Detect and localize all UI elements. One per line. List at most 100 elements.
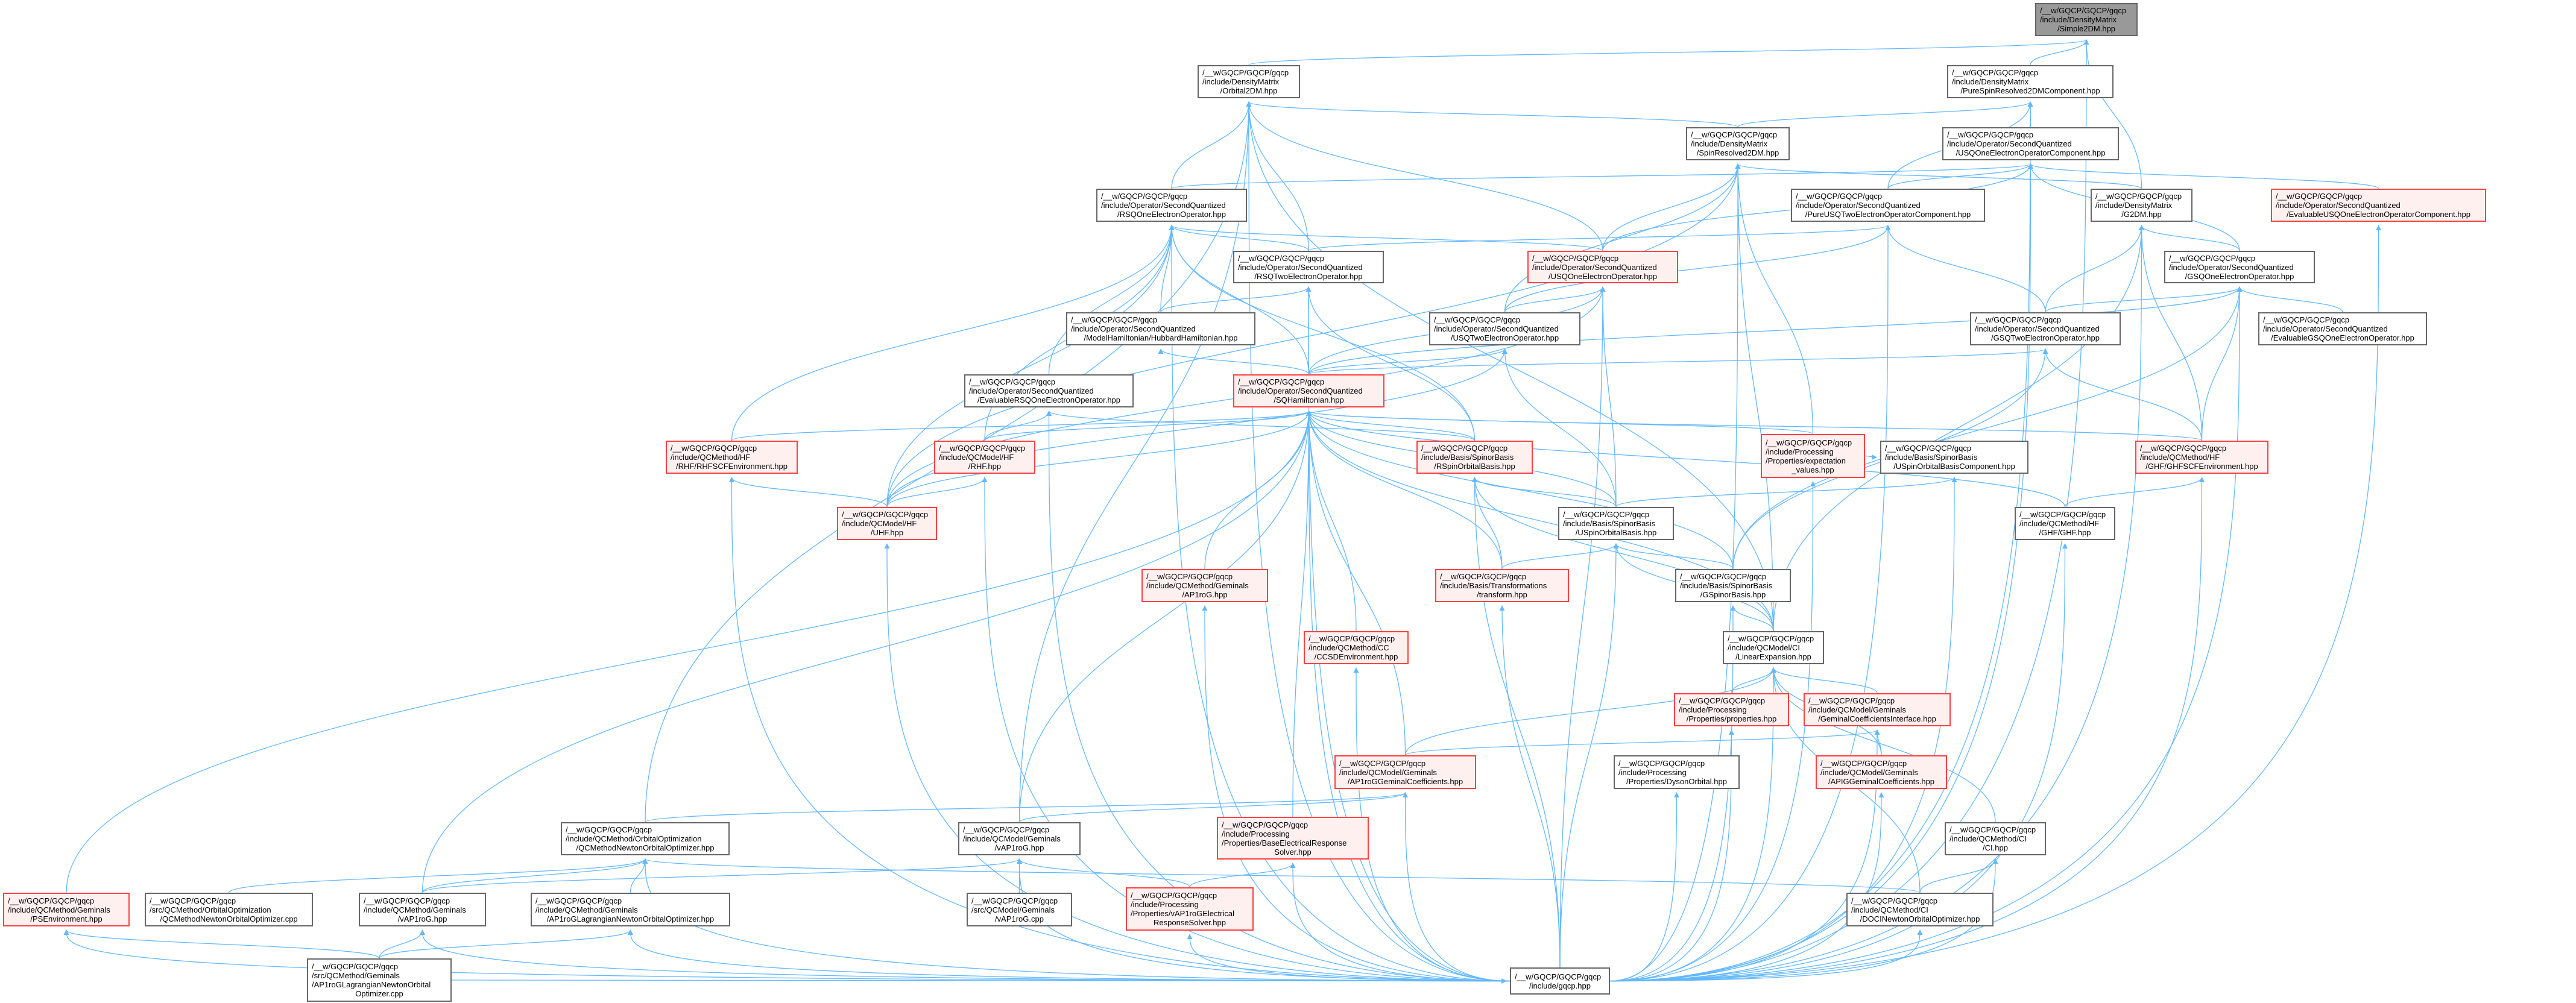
graph-node-ap1rog[interactable]: /__w/GQCP/GQCP/gqcp/include/QCMethod/Gem… [1141, 569, 1268, 602]
graph-node-vap1rog-cpp[interactable]: /__w/GQCP/GQCP/gqcp/src/QCModel/Geminals… [967, 893, 1072, 926]
graph-node-orbital2dm[interactable]: /__w/GQCP/GQCP/gqcp/include/DensityMatri… [1198, 65, 1300, 98]
graph-node-ap1roggemcoef[interactable]: /__w/GQCP/GQCP/gqcp/include/QCModel/Gemi… [1334, 755, 1476, 789]
graph-node-g2dm[interactable]: /__w/GQCP/GQCP/gqcp/include/DensityMatri… [2091, 189, 2192, 222]
graph-node-uspin[interactable]: /__w/GQCP/GQCP/gqcp/include/Basis/Spinor… [1558, 507, 1674, 540]
node-label-line: /include/Operator/SecondQuantized [1238, 262, 1363, 272]
graph-node-uspincomp[interactable]: /__w/GQCP/GQCP/gqcp/include/Basis/Spinor… [1880, 441, 2028, 474]
node-label-line: /include/QCModel/HF [939, 453, 1014, 462]
node-label-line: /include/Operator/SecondQuantized [969, 386, 1094, 395]
node-label-line: /__w/GQCP/GQCP/gqcp [1131, 891, 1217, 900]
node-label-line: /__w/GQCP/GQCP/gqcp [535, 896, 622, 905]
edge-transform-to-sqham [1305, 410, 1503, 570]
graph-node-hubbard[interactable]: /__w/GQCP/GQCP/gqcp/include/Operator/Sec… [1066, 312, 1255, 345]
node-label-line: /src/QCMethod/OrbitalOptimization [150, 905, 271, 914]
graph-node-rhf[interactable]: /__w/GQCP/GQCP/gqcp/include/QCModel/HF/R… [934, 441, 1035, 474]
edge-ccsd-to-sqham [1305, 410, 1357, 632]
node-label-line: /include/Basis/SpinorBasis [1680, 581, 1773, 590]
graph-node-properties[interactable]: /__w/GQCP/GQCP/gqcp/include/Processing/P… [1674, 693, 1789, 726]
node-label-line: Solver.hpp [1274, 847, 1312, 857]
edge-sqham-to-hubbard [1158, 348, 1310, 375]
graph-node-evalgsq[interactable]: /__w/GQCP/GQCP/gqcp/include/Operator/Sec… [2258, 312, 2427, 345]
node-label-line: /__w/GQCP/GQCP/gqcp [1796, 192, 1883, 201]
edge-linexp-to-rspin [1471, 477, 1774, 632]
edge-vap1rog_method-to-qcmnoo_hpp [421, 858, 648, 893]
graph-node-rspin[interactable]: /__w/GQCP/GQCP/gqcp/include/Basis/Spinor… [1416, 441, 1533, 474]
graph-node-usqtwo[interactable]: /__w/GQCP/GQCP/gqcp/include/Operator/Sec… [1429, 312, 1580, 345]
graph-node-gqcp[interactable]: /__w/GQCP/GQCP/gqcp/include/gqcp.hpp [1510, 967, 1610, 995]
graph-node-rsqtwo[interactable]: /__w/GQCP/GQCP/gqcp/include/Operator/Sec… [1233, 251, 1384, 283]
node-label-line: /GHF/GHF.hpp [2039, 528, 2091, 537]
graph-node-gsqtwo[interactable]: /__w/GQCP/GQCP/gqcp/include/Operator/Sec… [1970, 312, 2121, 345]
graph-node-vap1rog-model[interactable]: /__w/GQCP/GQCP/gqcp/include/QCModel/Gemi… [958, 822, 1081, 855]
graph-node-vap1rog-method[interactable]: /__w/GQCP/GQCP/gqcp/include/QCMethod/Gem… [359, 893, 486, 926]
node-label-line: /__w/GQCP/GQCP/gqcp [1202, 68, 1289, 77]
graph-node-pureusqtwo[interactable]: /__w/GQCP/GQCP/gqcp/include/Operator/Sec… [1791, 189, 1985, 222]
edge-gqcp-to-psenv [63, 929, 1511, 982]
graph-node-qcmnoo-cpp[interactable]: /__w/GQCP/GQCP/gqcp/src/QCMethod/Orbital… [145, 893, 313, 926]
graph-node-ap1roglag-hpp[interactable]: /__w/GQCP/GQCP/gqcp/include/QCMethod/Gem… [531, 893, 730, 926]
graph-node-gsqone[interactable]: /__w/GQCP/GQCP/gqcp/include/Operator/Sec… [2164, 251, 2315, 283]
node-label-line: /include/DensityMatrix [2040, 15, 2117, 24]
graph-node-doci[interactable]: /__w/GQCP/GQCP/gqcp/include/QCMethod/CI/… [1846, 893, 1994, 926]
graph-node-evalusqonecomp[interactable]: /__w/GQCP/GQCP/gqcp/include/Operator/Sec… [2271, 189, 2486, 222]
graph-node-vap1rogresp[interactable]: /__w/GQCP/GQCP/gqcp/include/Processing/P… [1126, 887, 1254, 931]
graph-node-rhfscf[interactable]: /__w/GQCP/GQCP/gqcp/include/QCMethod/HF/… [666, 441, 798, 474]
graph-node-spinresolved[interactable]: /__w/GQCP/GQCP/gqcp/include/DensityMatri… [1686, 127, 1790, 160]
node-label-line: /GSQOneElectronOperator.hpp [2185, 271, 2294, 281]
node-label-line: /__w/GQCP/GQCP/gqcp [2019, 510, 2106, 519]
node-label-line: /__w/GQCP/GQCP/gqcp [1679, 696, 1766, 705]
graph-node-rsqone[interactable]: /__w/GQCP/GQCP/gqcp/include/Operator/Sec… [1096, 189, 1247, 222]
node-label-line: /include/QCMethod/HF [2140, 453, 2220, 462]
edge-psenv-to-sqham [66, 410, 1312, 893]
edge-ghf-to-sqham [1306, 410, 2066, 508]
edge-rspin-to-sqham [1306, 410, 1476, 441]
graph-node-ghf[interactable]: /__w/GQCP/GQCP/gqcp/include/QCMethod/HF/… [2015, 507, 2115, 540]
node-label-line: /EvaluableRSQOneElectronOperator.hpp [977, 395, 1121, 404]
edge-ap1roglag_cpp-to-gqcp [451, 978, 1507, 984]
node-label-line: /include/QCModel/Geminals [1808, 705, 1906, 714]
edge-gqcp-to-g2dm [1609, 225, 2145, 982]
node-label-line: /__w/GQCP/GQCP/gqcp [1820, 758, 1907, 768]
node-label-line: /GeminalCoefficientsInterface.hpp [1818, 714, 1936, 723]
graph-node-qcmnoo-hpp[interactable]: /__w/GQCP/GQCP/gqcp/include/QCMethod/Orb… [561, 822, 730, 855]
node-label-line: /include/Basis/Transformations [1440, 581, 1547, 590]
edge-gqcp-to-gspinor [1609, 605, 1736, 982]
graph-node-gspinor[interactable]: /__w/GQCP/GQCP/gqcp/include/Basis/Spinor… [1675, 569, 1791, 602]
node-label-line: /__w/GQCP/GQCP/gqcp [1515, 972, 1602, 981]
graph-node-dyson[interactable]: /__w/GQCP/GQCP/gqcp/include/Processing/P… [1614, 755, 1740, 789]
edge-vap1rog_method-to-sqham [421, 410, 1312, 893]
node-label-line: /AP1roG.hpp [1182, 590, 1228, 599]
graph-node-linexp[interactable]: /__w/GQCP/GQCP/gqcp/include/QCModel/CI/L… [1723, 631, 1824, 664]
edge-ap1roggemcoef-to-sqham [1305, 410, 1406, 756]
graph-node-ccsd[interactable]: /__w/GQCP/GQCP/gqcp/include/QCMethod/CC/… [1304, 631, 1409, 664]
node-label-line: /include/Basis/SpinorBasis [1563, 519, 1656, 528]
graph-node-usqone[interactable]: /__w/GQCP/GQCP/gqcp/include/Operator/Sec… [1527, 251, 1678, 283]
node-label-line: /__w/GQCP/GQCP/gqcp [1238, 377, 1325, 386]
graph-node-ghfscf[interactable]: /__w/GQCP/GQCP/gqcp/include/QCMethod/HF/… [2135, 441, 2268, 474]
node-label-line: /GSQTwoElectronOperator.hpp [1991, 333, 2100, 342]
edge-ap1roglag_cpp-to-vap1rog_method [379, 929, 426, 959]
edge-gqcp-to-rsqone [1169, 225, 1511, 982]
graph-node-usqonecomp[interactable]: /__w/GQCP/GQCP/gqcp/include/Operator/Sec… [1942, 127, 2119, 160]
graph-node-ap1roglag-cpp[interactable]: /__w/GQCP/GQCP/gqcp/src/QCMethod/Geminal… [307, 958, 452, 1002]
node-label-line: /USpinOrbitalBasis.hpp [1575, 528, 1657, 537]
edge-linexp-to-spinresolved [1735, 163, 1774, 632]
node-label-line: /include/Basis/SpinorBasis [1421, 453, 1514, 462]
graph-node-ci[interactable]: /__w/GQCP/GQCP/gqcp/include/QCMethod/CI/… [1945, 822, 2046, 855]
graph-node-expect[interactable]: /__w/GQCP/GQCP/gqcp/include/Processing/P… [1761, 434, 1865, 478]
edge-evalrsq-to-rsqone [1048, 225, 1175, 375]
graph-node-apig[interactable]: /__w/GQCP/GQCP/gqcp/include/QCModel/Gemi… [1816, 755, 1947, 789]
node-label-line: /__w/GQCP/GQCP/gqcp [969, 377, 1056, 386]
graph-node-baseresp[interactable]: /__w/GQCP/GQCP/gqcp/include/Processing/P… [1217, 817, 1369, 860]
graph-node-transform[interactable]: /__w/GQCP/GQCP/gqcp/include/Basis/Transf… [1435, 569, 1569, 602]
graph-node-purespin[interactable]: /__w/GQCP/GQCP/gqcp/include/DensityMatri… [1947, 65, 2114, 98]
node-label-line: /LinearExpansion.hpp [1735, 652, 1811, 661]
graph-node-evalrsq[interactable]: /__w/GQCP/GQCP/gqcp/include/Operator/Sec… [964, 374, 1134, 407]
graph-node-gemcoefif[interactable]: /__w/GQCP/GQCP/gqcp/include/QCModel/Gemi… [1804, 693, 1951, 726]
edge-ghf-to-ghfscf [2064, 477, 2205, 508]
graph-node-sqham[interactable]: /__w/GQCP/GQCP/gqcp/include/Operator/Sec… [1233, 374, 1384, 407]
graph-node-psenv[interactable]: /__w/GQCP/GQCP/gqcp/include/QCMethod/Gem… [3, 893, 130, 926]
edge-pureusqtwo-to-usqonecomp [1887, 163, 2033, 189]
graph-node-uhf[interactable]: /__w/GQCP/GQCP/gqcp/include/QCModel/HF/U… [837, 507, 937, 540]
edge-sqham-to-usqtwo [1308, 348, 1507, 375]
